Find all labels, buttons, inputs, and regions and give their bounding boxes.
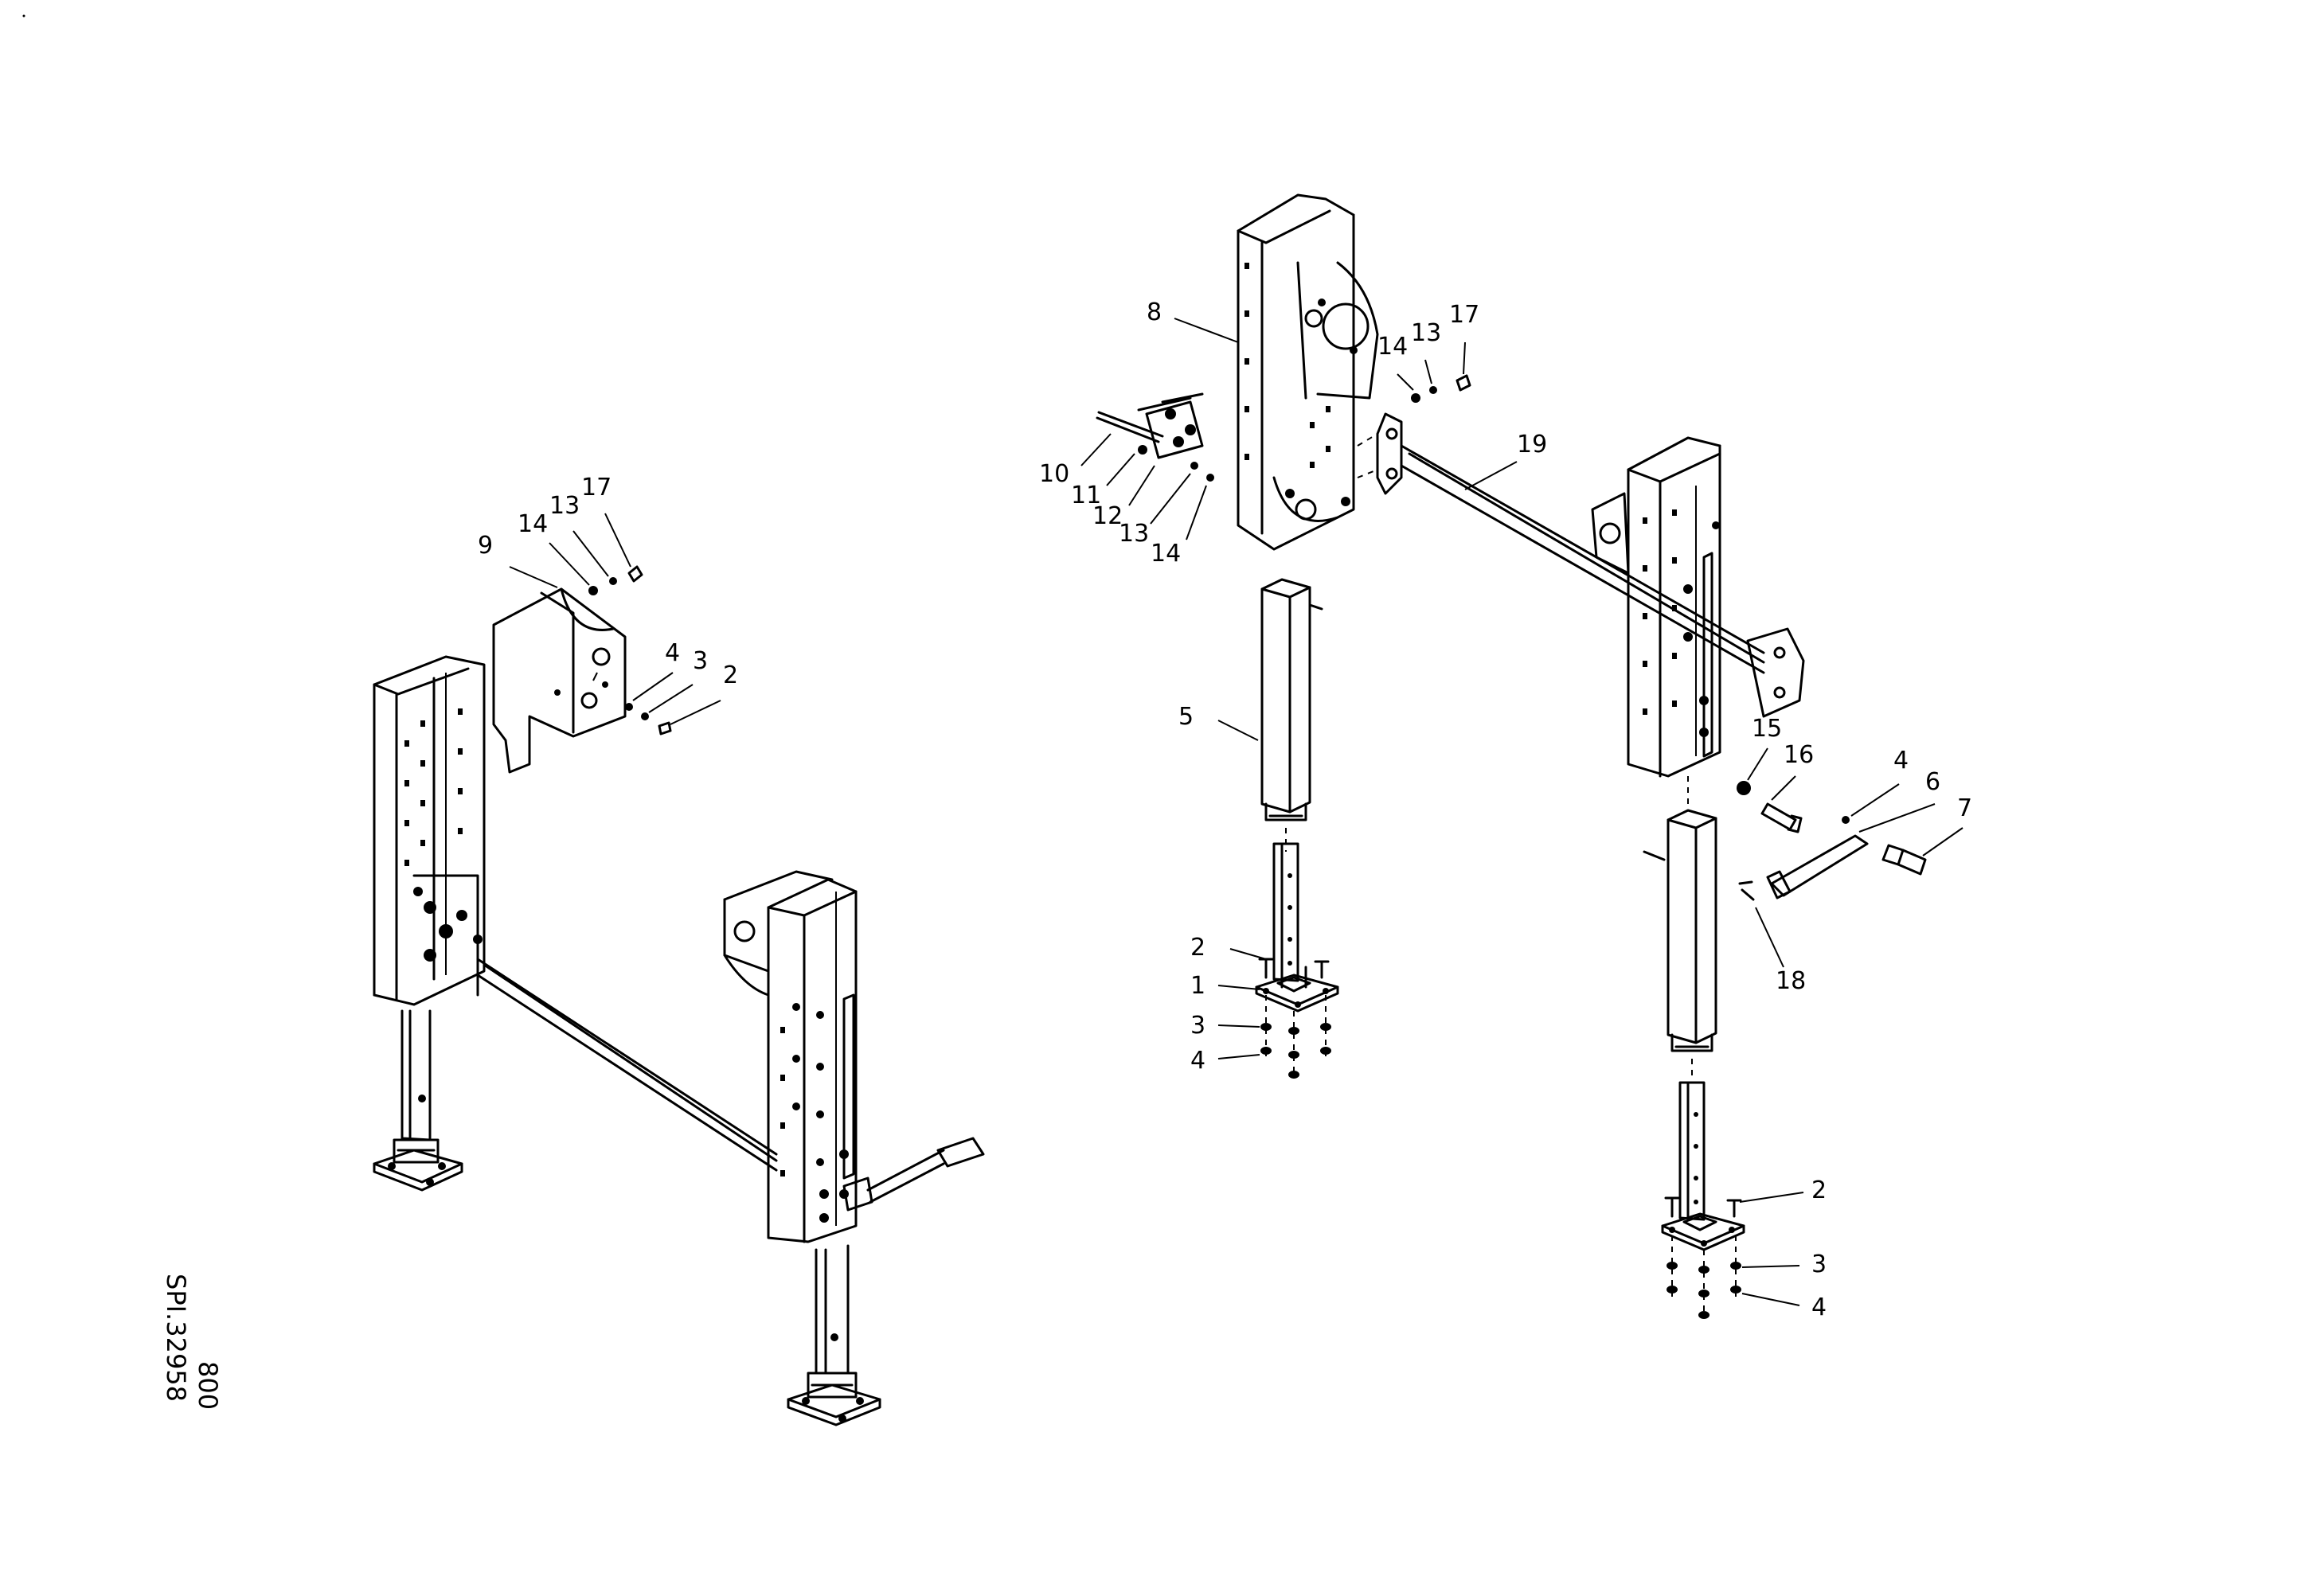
callout-11: 11 [1071, 482, 1101, 509]
inner-tube-right [1643, 776, 1717, 1079]
drawing-codes: 800 SPI.32958 [161, 1274, 223, 1410]
mounting-bracket-part-9 [492, 587, 627, 774]
exploded-column-part-8 [1237, 193, 1379, 551]
callout-13: 13 [549, 492, 580, 520]
callout-18: 18 [1776, 967, 1806, 995]
callout-2: 2 [1811, 1177, 1827, 1204]
callout-13: 13 [1411, 319, 1441, 347]
right-column [723, 870, 985, 1426]
callout-4: 4 [1190, 1047, 1205, 1075]
callout-17: 17 [581, 474, 612, 501]
callout-4: 4 [1811, 1294, 1827, 1321]
callout-8: 8 [1147, 299, 1162, 326]
callout-3: 3 [1190, 1012, 1205, 1040]
far-right-column [1591, 436, 1721, 778]
callout-6: 6 [1925, 768, 1940, 796]
drawing-reference: SPI.32958 [161, 1274, 191, 1402]
jack-foot-right [1661, 1081, 1745, 1319]
callout-19: 19 [1517, 431, 1547, 459]
callout-5: 5 [1178, 703, 1194, 731]
clamp-plate-fasteners [1096, 392, 1214, 482]
callout-14: 14 [518, 510, 548, 538]
callout-4: 4 [1893, 747, 1909, 775]
column-8-fasteners [1411, 374, 1471, 403]
callout-17: 17 [1449, 301, 1479, 329]
connecting-bar [476, 958, 778, 1172]
tie-bar-part-19 [1357, 412, 1805, 718]
sheet-number: 800 [193, 1361, 223, 1410]
callout-7: 7 [1957, 794, 1972, 822]
jack-foot-left [1255, 842, 1339, 1079]
callout-1: 1 [1190, 972, 1205, 1000]
callout-15: 15 [1752, 715, 1782, 743]
bracket-9-fasteners [588, 565, 672, 736]
inner-tube-part-5 [1260, 578, 1323, 852]
leader-lines [509, 318, 1963, 1306]
left-column [373, 655, 486, 1192]
callout-9: 9 [478, 532, 493, 560]
callout-13: 13 [1119, 520, 1149, 548]
callout-4: 4 [665, 639, 680, 667]
callout-12: 12 [1092, 502, 1123, 530]
corner-mark [22, 14, 25, 18]
callout-3: 3 [693, 647, 708, 675]
callout-2: 2 [1190, 934, 1205, 962]
callout-3: 3 [1811, 1251, 1827, 1278]
callout-14: 14 [1377, 333, 1408, 361]
callout-10: 10 [1039, 460, 1069, 488]
callout-16: 16 [1784, 741, 1814, 769]
callout-14: 14 [1151, 540, 1181, 568]
crank-handle-parts [1737, 781, 1927, 901]
assembled-stand [373, 655, 985, 1426]
callout-labels: 9 14 13 17 4 3 2 8 14 13 17 19 10 11 12 … [478, 299, 1972, 1321]
callout-2: 2 [723, 661, 738, 689]
